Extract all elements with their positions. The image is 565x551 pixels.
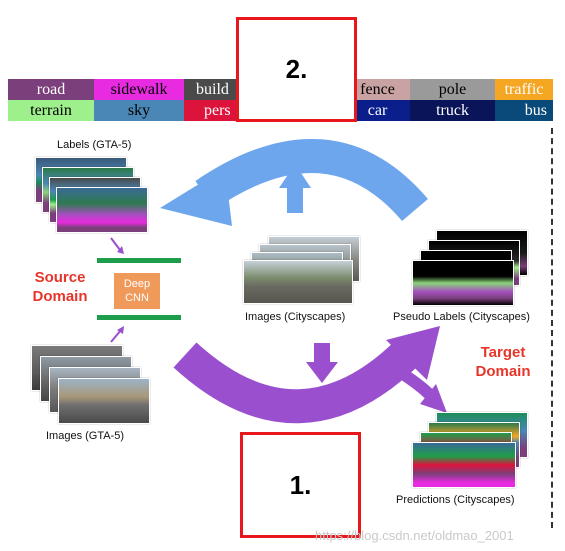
images-to-cnn-arrow	[110, 329, 122, 343]
legend-car: car	[345, 100, 410, 121]
purple-arc-arrow	[173, 337, 423, 424]
cnn-bottom-bar	[97, 315, 181, 320]
annotation-number-1: 1.	[289, 469, 312, 500]
legend-sidewalk: sidewalk	[94, 79, 184, 100]
caption-pseudo-labels: Pseudo Labels (Cityscapes)	[393, 311, 530, 323]
annotation-number-2: 2.	[285, 54, 308, 84]
purple-branch-arrowhead	[420, 384, 447, 413]
blue-up-arrowhead	[279, 164, 311, 188]
caption-cityscapes-images: Images (Cityscapes)	[245, 311, 346, 323]
legend-fence: fence	[345, 79, 410, 100]
blue-arc-arrowhead	[160, 168, 232, 226]
legend-pole: pole	[410, 79, 495, 100]
purple-down-arrowhead	[306, 362, 338, 383]
purple-down-arrow-shaft	[314, 343, 330, 365]
cnn-label-line1: Deep	[123, 278, 151, 290]
legend-truck: truck	[410, 100, 495, 121]
blue-arc-arrow	[195, 138, 428, 222]
deep-cnn-block: Deep CNN	[114, 273, 160, 309]
legend-bus: bus	[495, 100, 553, 121]
blue-up-arrow-shaft	[287, 185, 303, 213]
cnn-top-bar	[97, 258, 181, 263]
cnn-label-line2: CNN	[125, 292, 149, 304]
source-domain-label: Source Domain	[32, 269, 88, 305]
caption-gta-labels: Labels (GTA-5)	[57, 139, 132, 151]
target-domain-label: Target Domain	[475, 344, 531, 380]
legend-traffic: traffic	[495, 79, 553, 100]
caption-predictions: Predictions (Cityscapes)	[396, 494, 515, 506]
legend-sky: sky	[94, 100, 184, 121]
caption-gta-images: Images (GTA-5)	[46, 430, 125, 442]
annotation-box-2: 2.	[236, 17, 357, 122]
labels-to-cnn-arrow	[110, 237, 121, 251]
legend-terrain: terrain	[8, 100, 94, 121]
purple-arc-arrowhead	[386, 326, 440, 380]
annotation-box-1: 1.	[240, 432, 361, 538]
legend-road: road	[8, 79, 94, 100]
dashed-divider	[551, 128, 553, 528]
purple-branch-arrow	[396, 366, 435, 400]
watermark-text: https://blog.csdn.net/oldmao_2001	[315, 528, 514, 543]
